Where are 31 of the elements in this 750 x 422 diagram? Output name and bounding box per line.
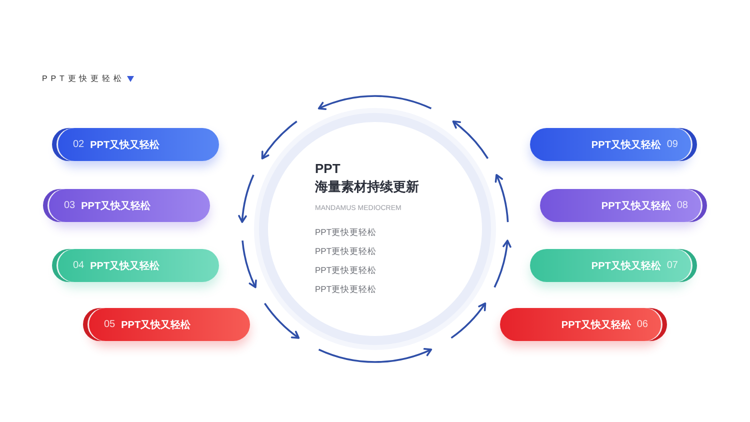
list-item-text: PPT更快更轻松	[315, 285, 377, 294]
step-label: PPT又快又轻松	[121, 318, 191, 332]
step-label: PPT又快又轻松	[601, 200, 671, 212]
step-number: 08	[676, 200, 688, 211]
step-number: 07	[666, 260, 678, 271]
step-number: 09	[666, 139, 678, 150]
step-pill	[530, 249, 691, 282]
list-item-text: PPT更快更轻松	[315, 247, 377, 256]
step-label: PPT又快又轻松	[591, 138, 661, 152]
heading-text: PPT	[315, 162, 340, 175]
step-pill	[89, 308, 250, 341]
step-pill	[530, 128, 691, 161]
step-number: 05	[104, 319, 116, 330]
subtitle-text: PPT更快更轻松	[42, 75, 125, 83]
step-number: 02	[73, 139, 84, 150]
step-pill	[58, 128, 219, 161]
step-pill	[500, 308, 661, 341]
step-label: PPT又快又轻松	[561, 318, 631, 332]
step-label: PPT又快又轻松	[81, 200, 151, 212]
step-pill	[540, 189, 701, 222]
step-number: 04	[73, 260, 84, 271]
heading-text: 海量素材持续更新	[315, 180, 419, 193]
step-label: PPT又快又轻松	[90, 260, 160, 272]
step-label: PPT又快又轻松	[591, 260, 661, 272]
step-pill	[58, 249, 219, 282]
step-label: PPT又快又轻松	[90, 138, 160, 152]
step-number: 03	[64, 200, 76, 211]
step-number: 06	[636, 319, 648, 330]
step-pill	[49, 189, 210, 222]
list-item-text: PPT更快更轻松	[315, 228, 377, 236]
list-item-text: PPT更快更轻松	[315, 266, 377, 274]
